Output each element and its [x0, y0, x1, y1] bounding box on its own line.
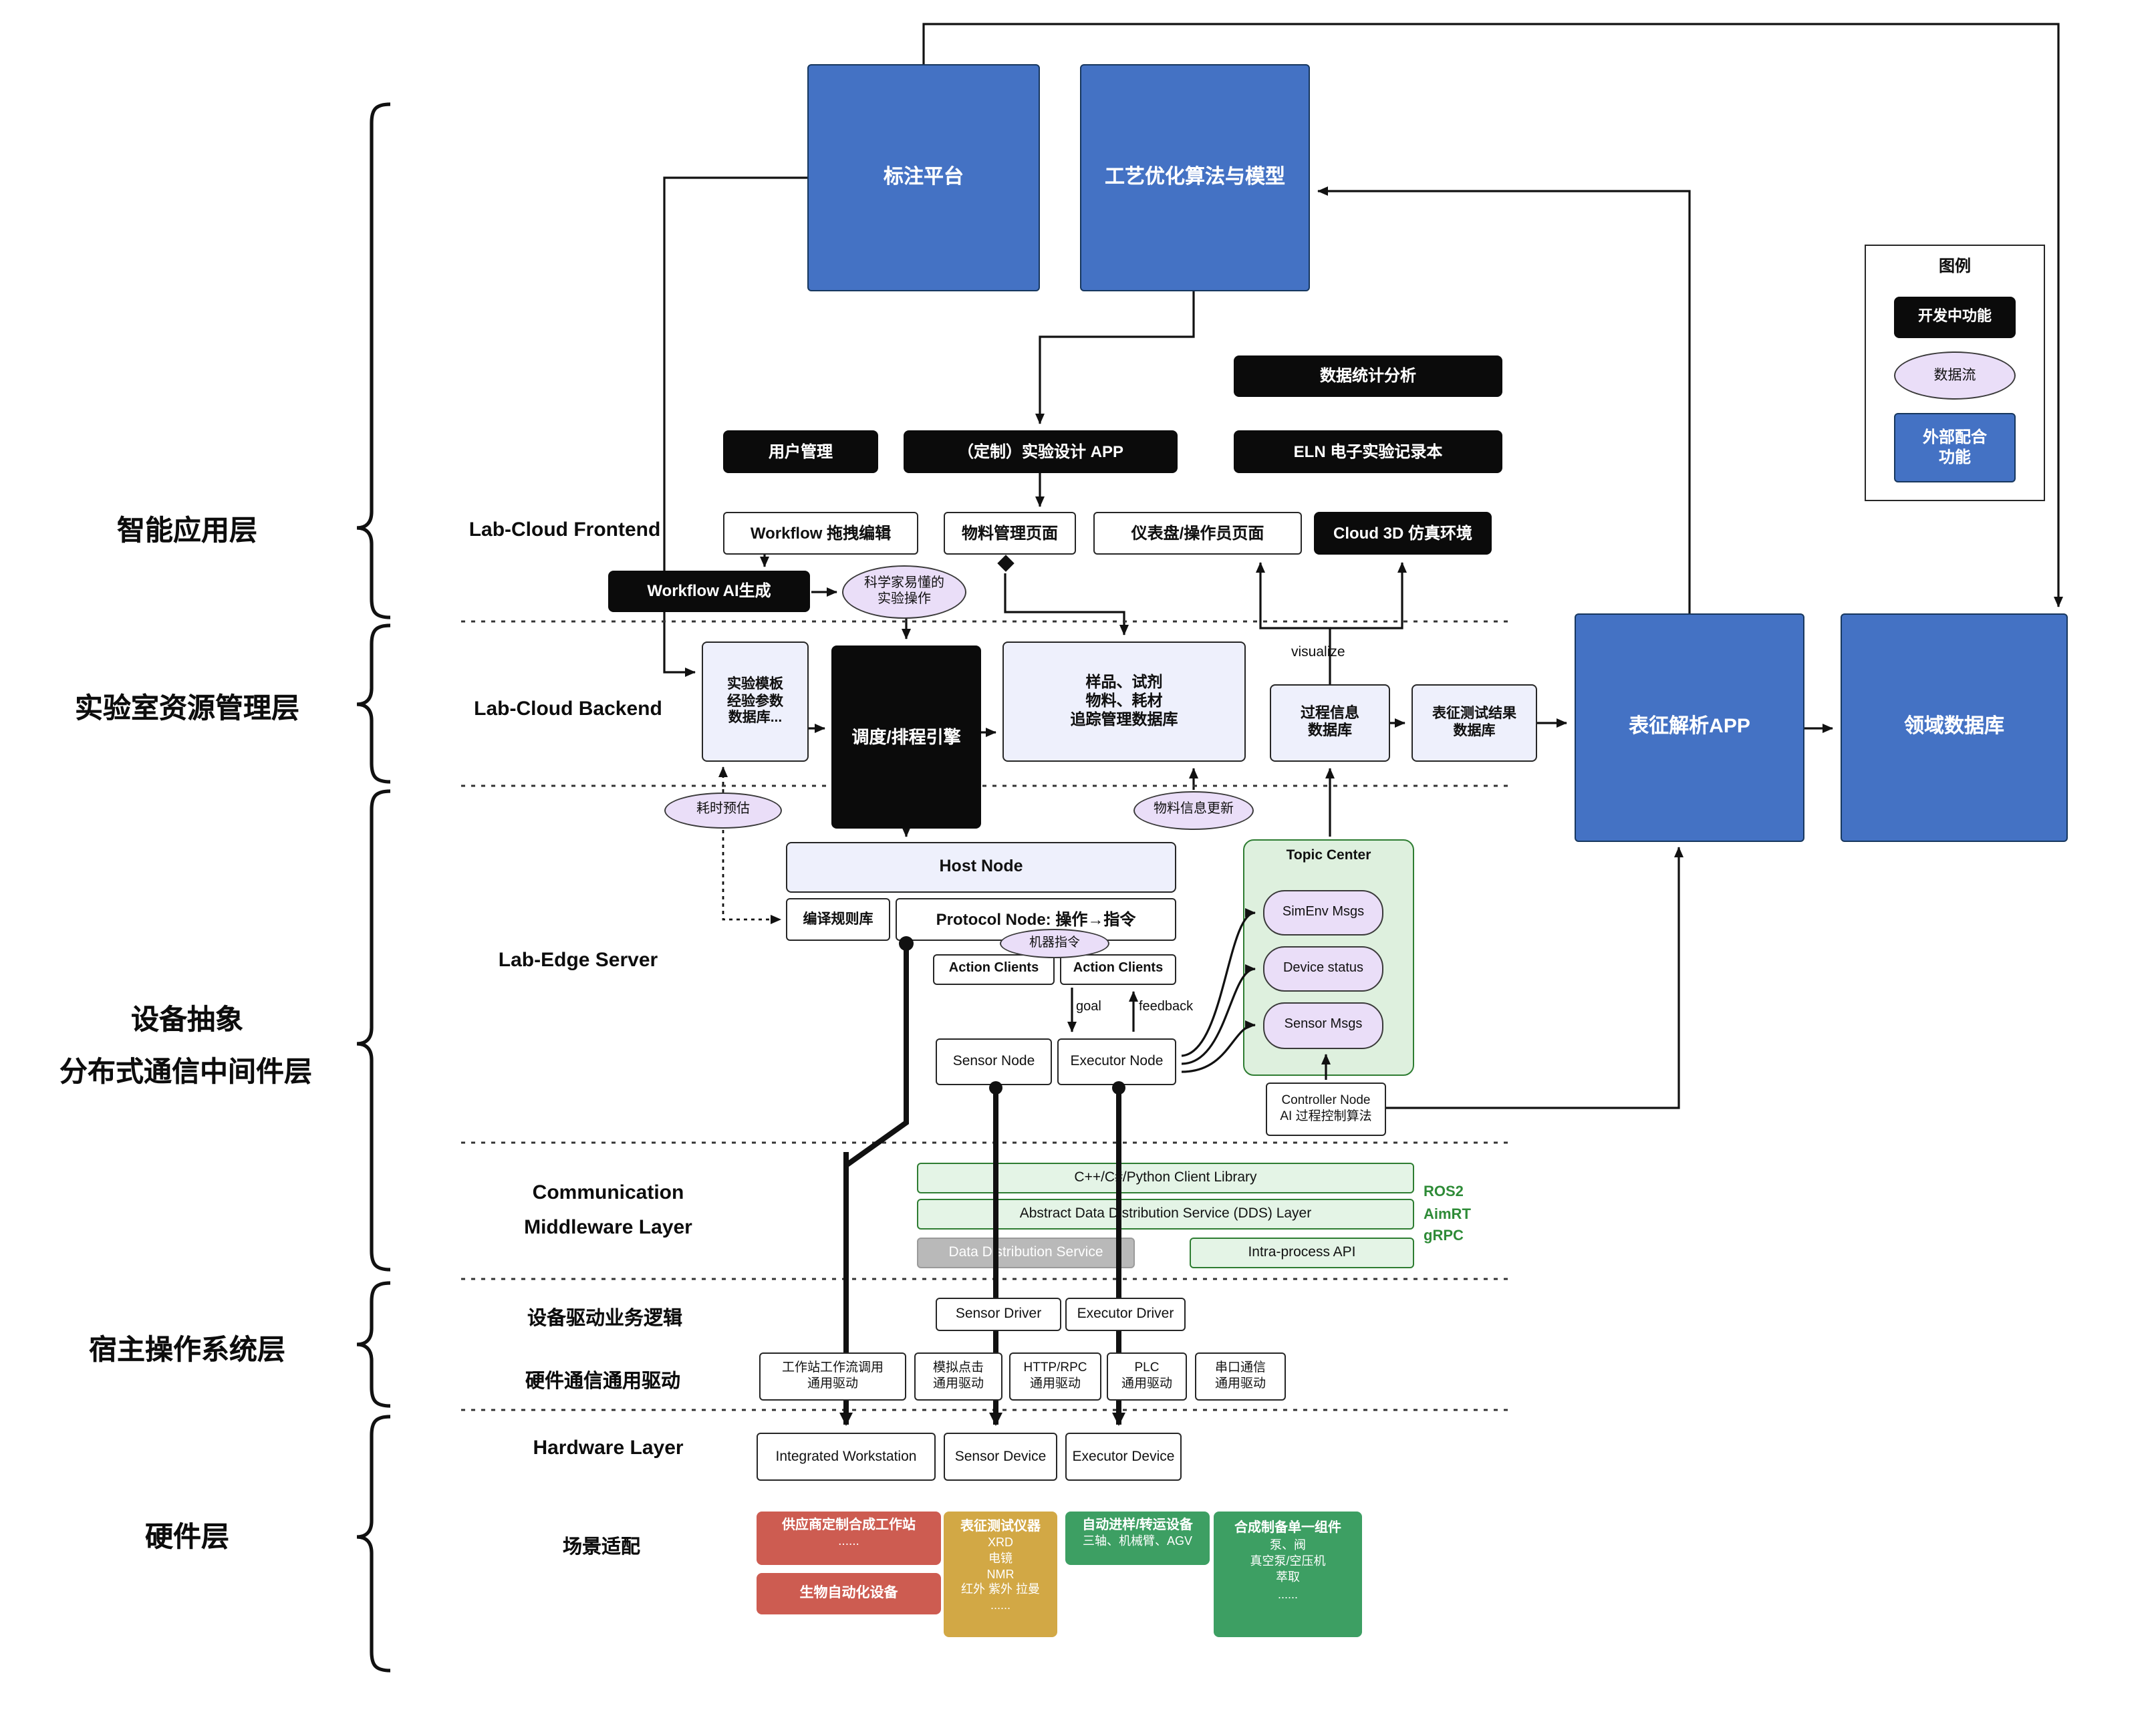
synthesis-component-title: 合成制备单一组件: [1234, 1521, 1341, 1536]
domain-db-box: 领域数据库: [1841, 613, 2068, 842]
characterization-result-db: 表征测试结果 数据库: [1411, 684, 1537, 762]
client-library-strip: C++/C#/Python Client Library: [917, 1163, 1414, 1193]
transport-device-box: 自动进样/转运设备 三轴、机械臂、AGV: [1065, 1512, 1210, 1565]
row-label-frontend: Lab-Cloud Frontend: [468, 519, 661, 541]
synthesis-component-box: 合成制备单一组件 泵、阀 真空泵/空压机 萃取 ......: [1214, 1512, 1362, 1637]
serial-driver-box: 串口通信 通用驱动: [1195, 1352, 1286, 1401]
row-label-hardware-layer: Hardware Layer: [533, 1437, 684, 1459]
machine-cmd-flow: 机器指令: [1000, 929, 1109, 958]
row-label-comm-middleware: Communication Middleware Layer: [524, 1181, 692, 1238]
material-update-flow: 物料信息更新: [1133, 791, 1254, 830]
process-info-db: 过程信息 数据库: [1270, 684, 1390, 762]
time-estimate-flow: 耗时预估: [664, 793, 782, 829]
characterization-app-box: 表征解析APP: [1575, 613, 1804, 842]
layer-label-intelligent-app: 智能应用层: [117, 516, 257, 547]
integrated-workstation-box: Integrated Workstation: [757, 1433, 936, 1481]
workflow-ai-box: Workflow AI生成: [608, 571, 810, 612]
sensor-device-box: Sensor Device: [944, 1433, 1057, 1481]
device-status-box: Device status: [1263, 946, 1383, 992]
host-node-box: Host Node: [786, 842, 1176, 893]
cloud-3d-box: Cloud 3D 仿真环境: [1314, 512, 1492, 555]
plc-driver-box: PLC 通用驱动: [1107, 1352, 1187, 1401]
tracking-db-box: 样品、试剂 物料、耗材 追踪管理数据库: [1002, 641, 1246, 762]
workflow-editor-box: Workflow 拖拽编辑: [723, 512, 918, 555]
layer-label-lab-resource: 实验室资源管理层: [75, 694, 299, 724]
eln-box: ELN 电子实验记录本: [1234, 430, 1502, 473]
layer-label-hardware: 硬件层: [145, 1522, 229, 1553]
legend-data-flow: 数据流: [1894, 351, 2016, 400]
rule-library-box: 编译规则库: [786, 898, 890, 941]
click-driver-box: 模拟点击 通用驱动: [914, 1352, 1002, 1401]
vendor-workstation-sub: ......: [838, 1534, 859, 1550]
executor-node-box: Executor Node: [1057, 1038, 1176, 1085]
row-label-edge-server: Lab-Edge Server: [498, 949, 658, 972]
bio-automation-box: 生物自动化设备: [757, 1573, 941, 1614]
scheduler-engine-box: 调度/排程引擎: [831, 646, 981, 829]
simenv-msgs-box: SimEnv Msgs: [1263, 890, 1383, 936]
executor-device-box: Executor Device: [1065, 1433, 1182, 1481]
dds-strip: Data Distribution Service: [917, 1238, 1135, 1268]
scientist-ops-flow: 科学家易懂的 实验操作: [842, 565, 966, 619]
controller-node-box: Controller Node AI 过程控制算法: [1266, 1083, 1386, 1136]
junction-diamond: [997, 555, 1015, 572]
characterization-instrument-title: 表征测试仪器: [960, 1520, 1041, 1534]
executor-driver-box: Executor Driver: [1065, 1298, 1186, 1331]
transport-device-title: 自动进样/转运设备: [1082, 1518, 1193, 1533]
experiment-template-db: 实验模板 经验参数 数据库...: [702, 641, 809, 762]
transport-device-sub: 三轴、机械臂、AGV: [1082, 1534, 1192, 1548]
annotation-platform-box: 标注平台: [807, 64, 1040, 291]
legend-dev-feature: 开发中功能: [1894, 297, 2016, 338]
vendor-workstation-title: 供应商定制合成工作站: [782, 1518, 916, 1533]
action-clients-left-box: Action Clients: [933, 954, 1055, 985]
exp-design-app-box: （定制）实验设计 APP: [904, 430, 1178, 473]
dds-abstract-strip: Abstract Data Distribution Service (DDS)…: [917, 1199, 1414, 1230]
layer-label-distributed-middleware: 分布式通信中间件层: [59, 1057, 312, 1088]
synthesis-component-items: 泵、阀 真空泵/空压机 萃取 ......: [1250, 1538, 1326, 1601]
intra-process-api-strip: Intra-process API: [1190, 1238, 1414, 1268]
http-rpc-driver-box: HTTP/RPC 通用驱动: [1009, 1352, 1101, 1401]
data-stats-box: 数据统计分析: [1234, 355, 1502, 397]
feedback-label: feedback: [1139, 1000, 1194, 1014]
legend-external-feature: 外部配合 功能: [1894, 413, 2016, 482]
characterization-instrument-items: XRD 电镜 NMR 红外 紫外 拉曼 ......: [960, 1536, 1040, 1612]
legend-title: 图例: [1938, 257, 1971, 275]
material-page-box: 物料管理页面: [944, 512, 1076, 555]
row-label-driver-logic: 设备驱动业务逻辑: [527, 1308, 682, 1330]
row-label-scene-adapt: 场景适配: [563, 1537, 640, 1558]
row-label-hw-drivers: 硬件通信通用驱动: [525, 1371, 680, 1393]
action-clients-right-box: Action Clients: [1060, 954, 1176, 985]
layer-label-host-os: 宿主操作系统层: [89, 1335, 285, 1366]
workstation-driver-box: 工作站工作流调用 通用驱动: [759, 1352, 906, 1401]
vendor-workstation-box: 供应商定制合成工作站 ......: [757, 1512, 941, 1565]
user-mgmt-box: 用户管理: [723, 430, 878, 473]
process-optimization-box: 工艺优化算法与模型: [1080, 64, 1310, 291]
sensor-node-box: Sensor Node: [936, 1038, 1052, 1085]
visualize-label: visualize: [1291, 644, 1345, 660]
dashboard-page-box: 仪表盘/操作员页面: [1093, 512, 1302, 555]
layer-label-device-abstraction: 设备抽象: [131, 1005, 243, 1036]
middleware-stack-label: ROS2 AimRT gRPC: [1424, 1184, 1471, 1244]
characterization-instrument-box: 表征测试仪器 XRD 电镜 NMR 红外 紫外 拉曼 ......: [944, 1512, 1057, 1637]
goal-label: goal: [1076, 1000, 1101, 1014]
row-label-backend: Lab-Cloud Backend: [474, 698, 662, 720]
sensor-msgs-box: Sensor Msgs: [1263, 1002, 1383, 1049]
sensor-driver-box: Sensor Driver: [936, 1298, 1061, 1331]
